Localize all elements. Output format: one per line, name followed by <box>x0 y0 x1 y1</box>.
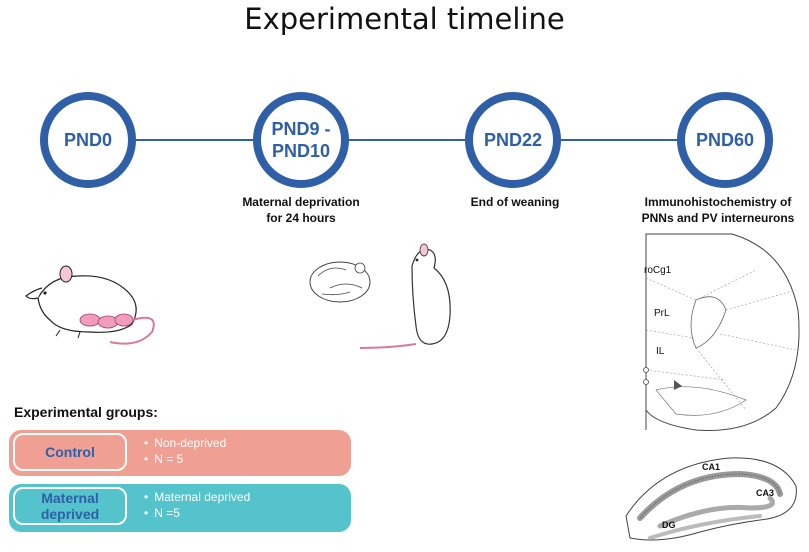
brain-label-prl: PrL <box>654 308 670 319</box>
timeline-node-pnd22: PND22 <box>465 92 561 188</box>
rat-with-pups-illustration <box>25 265 155 345</box>
node-label: PND60 <box>695 130 755 150</box>
list-item: N =5 <box>144 505 250 521</box>
timeline-node-pnd9-10: PND9 -PND10 <box>253 92 349 188</box>
hippocampus-label-ca1: CA1 <box>702 462 720 472</box>
caption-maternal-deprivation: Maternal deprivation for 24 hours <box>242 195 360 225</box>
timeline-line <box>90 139 720 141</box>
group-control-details: Non-deprived N = 5 <box>144 435 226 467</box>
node-label: PND9 -PND10 <box>271 119 331 161</box>
group-name-control: Control <box>13 433 127 471</box>
groups-title: Experimental groups: <box>14 404 158 420</box>
group-deprived-details: Maternal deprived N =5 <box>144 489 250 521</box>
node-label: PND22 <box>483 130 543 150</box>
brain-label-il: IL <box>656 346 665 357</box>
caption-end-of-weaning: End of weaning <box>470 195 560 209</box>
brain-label-rocg1: roCg1 <box>644 265 672 276</box>
brain-section-illustration: roCg1 PrL IL <box>643 233 800 431</box>
node-label: PND0 <box>63 130 112 150</box>
timeline-node-pnd0: PND0 <box>40 92 136 188</box>
page-title: Experimental timeline <box>244 2 565 36</box>
list-item: Maternal deprived <box>144 489 250 505</box>
group-control: Control Non-deprived N = 5 <box>9 430 351 476</box>
list-item: N = 5 <box>144 451 226 467</box>
hippocampus-label-dg: DG <box>662 520 676 530</box>
list-item: Non-deprived <box>144 435 226 451</box>
timeline-node-pnd60: PND60 <box>677 92 773 188</box>
hippocampus-illustration: CA1 CA3 DG <box>625 457 797 541</box>
hippocampus-label-ca3: CA3 <box>756 488 774 498</box>
pups-and-rat-illustration <box>309 243 451 349</box>
caption-immunohistochemistry: Immunohistochemistry of PNNs and PV inte… <box>641 195 795 225</box>
